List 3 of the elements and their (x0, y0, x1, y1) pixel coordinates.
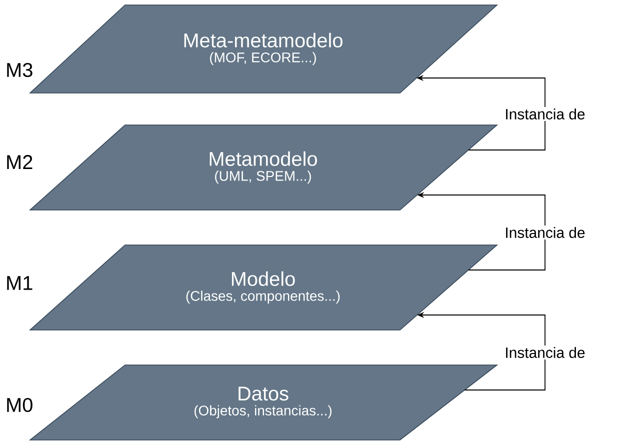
edge-label: Instancia de (503, 107, 587, 121)
edge-label: Instancia de (503, 226, 587, 240)
edge-label: Instancia de (503, 346, 587, 360)
